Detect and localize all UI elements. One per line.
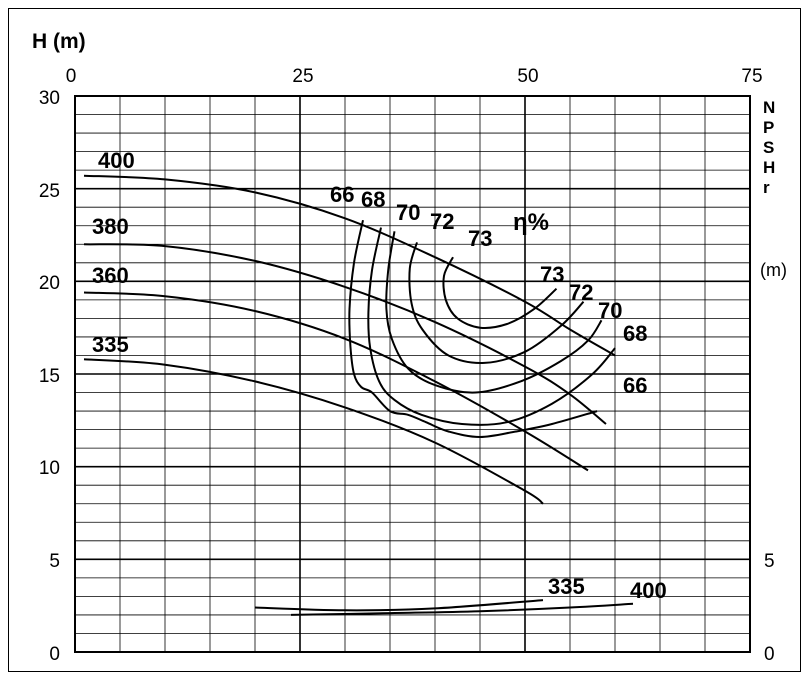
npsh-curve-335 [254,599,544,612]
x-tick-label: 75 [741,66,762,87]
efficiency-label: 70 [598,298,622,323]
axes [74,95,751,653]
npsh-curve-400 [290,602,634,616]
head-curve-label: 380 [92,214,129,239]
y-tick-label: 0 [49,644,60,665]
npsh-letter: r [763,178,770,197]
efficiency-label: 72 [430,209,454,234]
npsh-letter: H [763,158,775,177]
head-curve-label: 335 [92,332,129,357]
y-axis-title: H (m) [32,30,86,53]
x-tick-label: 50 [517,66,538,87]
head-curve-335 [83,358,544,505]
y-tick-label: 25 [39,181,60,202]
y-right-tick-label: 0 [764,644,775,665]
y-tick-label: 20 [39,273,60,294]
npsh-letter: N [763,98,775,117]
efficiency-curve-66 [348,219,598,439]
npsh-curve-label: 335 [548,574,585,599]
head-curve-360 [83,291,589,472]
efficiency-curve-68 [367,227,616,426]
npsh-unit: (m) [760,260,787,280]
efficiency-label: 68 [623,321,647,346]
npsh-letter: S [763,138,774,157]
efficiency-label: 72 [569,280,593,305]
y-tick-label: 5 [49,551,60,572]
efficiency-symbol: η% [513,209,549,236]
npsh-curve-label: 400 [630,578,667,603]
head-curve-380 [83,243,607,425]
curves [83,174,634,616]
efficiency-label: 66 [330,182,354,207]
head-curve-400 [83,174,616,357]
head-curve-label: 400 [98,148,135,173]
npsh-letter: P [763,118,774,137]
efficiency-curve-73 [442,256,558,329]
y-tick-label: 15 [39,366,60,387]
x-tick-label: 25 [292,66,313,87]
efficiency-label: 66 [623,373,647,398]
efficiency-label: 73 [540,262,564,287]
efficiency-curve-70 [385,231,603,394]
chart-frame [8,8,801,672]
x-tick-label: 0 [66,66,77,87]
efficiency-curve-72 [408,242,585,364]
y-right-tick-label: 5 [764,551,775,572]
head-curve-label: 360 [92,263,129,288]
efficiency-label: 68 [361,187,385,212]
plot-border [74,95,751,653]
y-tick-label: 30 [39,88,60,109]
y-tick-label: 10 [39,458,60,479]
efficiency-label: 73 [468,226,492,251]
efficiency-label: 70 [396,200,420,225]
